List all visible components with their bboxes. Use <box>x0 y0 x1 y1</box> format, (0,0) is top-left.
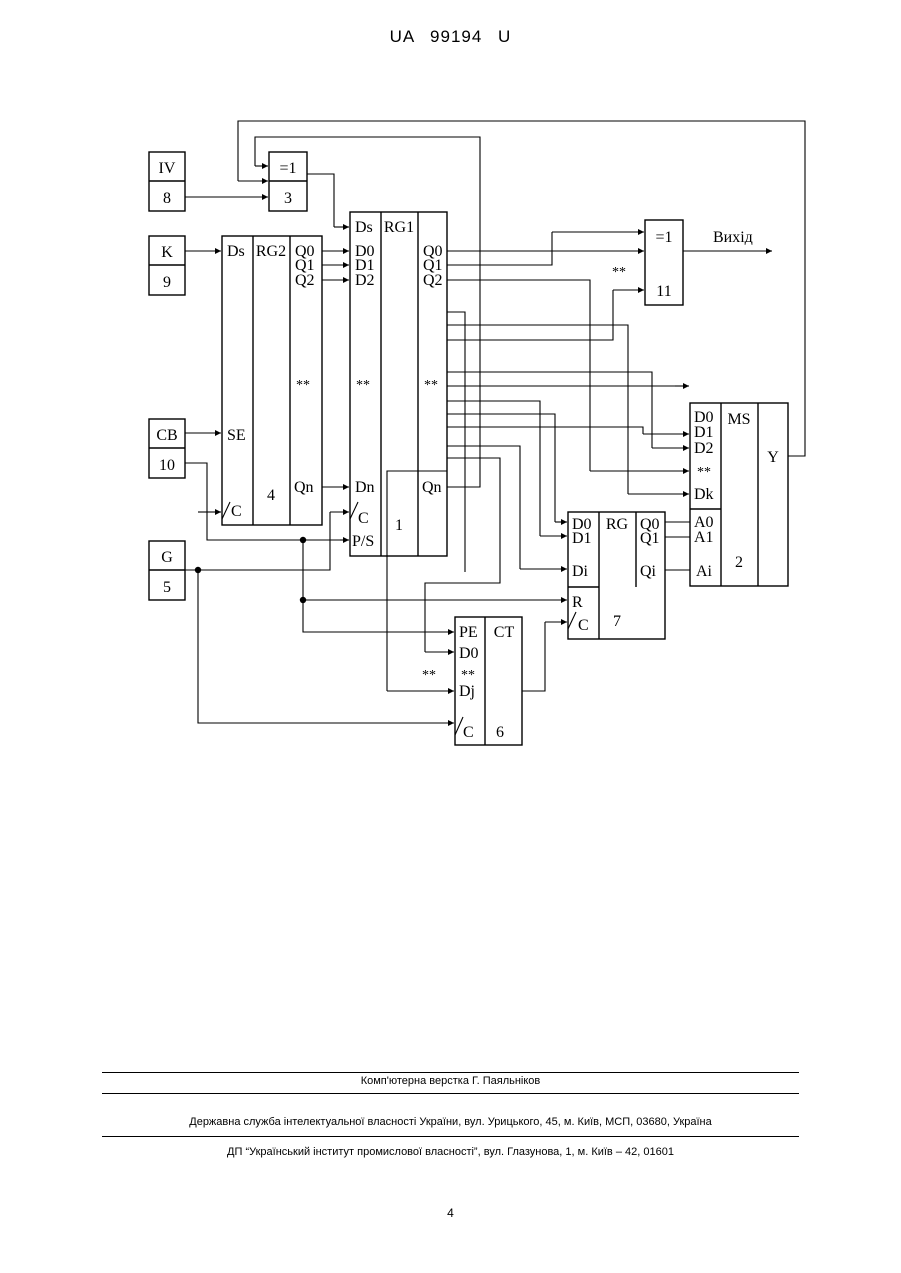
ms-in-d1: D1 <box>694 424 714 441</box>
ct-in-pe: PE <box>459 624 478 641</box>
ct-in-dj: Dj <box>459 683 475 700</box>
stars-xor: ** <box>612 265 626 280</box>
rg1-in-d2: D2 <box>355 272 375 289</box>
footer-rule-1 <box>102 1072 799 1073</box>
ms-in-ai: Ai <box>696 563 713 580</box>
rg1-in-ds: Ds <box>355 219 373 236</box>
xor-11-name: =1 <box>655 229 672 246</box>
ms-name: MS <box>727 411 750 428</box>
footer-agency: Державна служба інтелектуальної власност… <box>0 1116 901 1128</box>
rg2-out-q2: Q2 <box>295 272 315 289</box>
ms-in-stars: ** <box>697 465 711 480</box>
ct-in-d0: D0 <box>459 645 479 662</box>
rg1-out-qn: Qn <box>422 479 442 496</box>
rg2-in-c: C <box>231 503 242 520</box>
rg7-num: 7 <box>613 613 621 630</box>
rg7-out-q1: Q1 <box>640 530 660 547</box>
block-9-name: K <box>161 244 173 261</box>
rg2-in-se: SE <box>227 427 246 444</box>
rg1-name: RG1 <box>384 219 414 236</box>
rg1-in-dn: Dn <box>355 479 375 496</box>
page-number: 4 <box>0 1206 901 1220</box>
rg1-num: 1 <box>395 517 403 534</box>
footer-compositor: Комп'ютерна верстка Г. Паяльніков <box>0 1075 901 1087</box>
ms-num: 2 <box>735 554 743 571</box>
block-8-num: 8 <box>163 190 171 207</box>
stars-ct: ** <box>422 668 436 683</box>
rg7-in-r: R <box>572 594 583 611</box>
rg1-out-q2: Q2 <box>423 272 443 289</box>
block-10-name: CB <box>156 427 177 444</box>
rg2-name: RG2 <box>256 243 286 260</box>
rg7-name: RG <box>606 516 629 533</box>
rg2-out-qn: Qn <box>294 479 314 496</box>
xor-3-name: =1 <box>279 160 296 177</box>
xor-11-num: 11 <box>656 283 671 300</box>
rg2-in-ds: Ds <box>227 243 245 260</box>
ct-num: 6 <box>496 724 504 741</box>
rg7-out-qi: Qi <box>640 563 657 580</box>
block-5-num: 5 <box>163 579 171 596</box>
rg7-in-di: Di <box>572 563 589 580</box>
ms-in-d2: D2 <box>694 440 714 457</box>
ct-in-c: C <box>463 724 474 741</box>
footer-institute: ДП “Український інститут промислової вла… <box>0 1146 901 1158</box>
block-5-name: G <box>161 549 173 566</box>
rg7-in-c: C <box>578 617 589 634</box>
footer-rule-3 <box>102 1136 799 1137</box>
block-10-num: 10 <box>159 457 175 474</box>
rg1-in-c: C <box>358 510 369 527</box>
rg2-out-stars: ** <box>296 378 310 393</box>
rg7-in-d1: D1 <box>572 530 592 547</box>
output-label: Вихід <box>713 229 753 246</box>
ms-in-dk: Dk <box>694 486 714 503</box>
block-8-name: IV <box>159 160 176 177</box>
ms-out-y: Y <box>767 449 779 466</box>
ct-in-stars: ** <box>461 668 475 683</box>
rg1-in-ps: P/S <box>352 533 374 550</box>
rg2-num: 4 <box>267 487 275 504</box>
footer-rule-2 <box>102 1093 799 1094</box>
rg1-out-stars: ** <box>424 378 438 393</box>
ms-in-a1: A1 <box>694 529 714 546</box>
xor-3-num: 3 <box>284 190 292 207</box>
rg1-in-stars: ** <box>356 378 370 393</box>
block-9-num: 9 <box>163 274 171 291</box>
ct-name: CT <box>494 624 515 641</box>
